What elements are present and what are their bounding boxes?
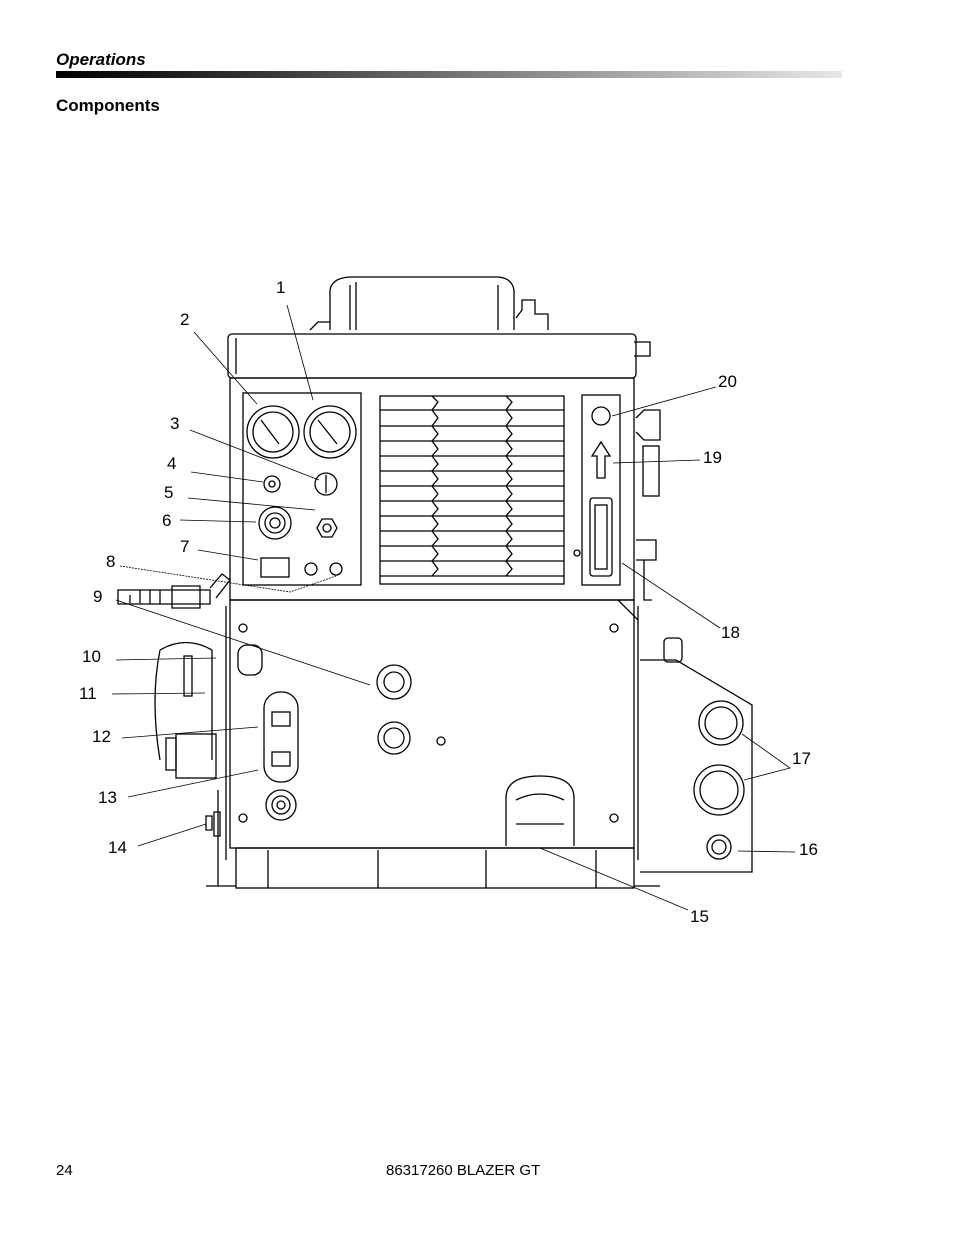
callout-15: 15 — [690, 907, 709, 926]
callout-17: 17 — [792, 749, 811, 768]
callout-2: 2 — [180, 310, 189, 329]
page-title: Components — [56, 96, 160, 115]
callout-14: 14 — [108, 838, 127, 857]
callout-18: 18 — [721, 623, 740, 642]
callout-4: 4 — [167, 454, 176, 473]
callout-5: 5 — [164, 483, 173, 502]
callout-7: 7 — [180, 537, 189, 556]
callout-19: 19 — [703, 448, 722, 467]
callout-6: 6 — [162, 511, 171, 530]
callout-8: 8 — [106, 552, 115, 571]
callout-16: 16 — [799, 840, 818, 859]
callout-9: 9 — [93, 587, 102, 606]
header-rule — [56, 71, 842, 78]
callout-1: 1 — [276, 278, 285, 297]
callout-11: 11 — [79, 684, 97, 703]
callout-13: 13 — [98, 788, 117, 807]
page-number: 24 — [56, 1162, 73, 1179]
callout-10: 10 — [82, 647, 101, 666]
section-header-title: Operations — [56, 50, 146, 69]
callout-20: 20 — [718, 372, 737, 391]
callout-12: 12 — [92, 727, 111, 746]
callout-3: 3 — [170, 414, 179, 433]
document-id: 86317260 BLAZER GT — [386, 1162, 541, 1179]
